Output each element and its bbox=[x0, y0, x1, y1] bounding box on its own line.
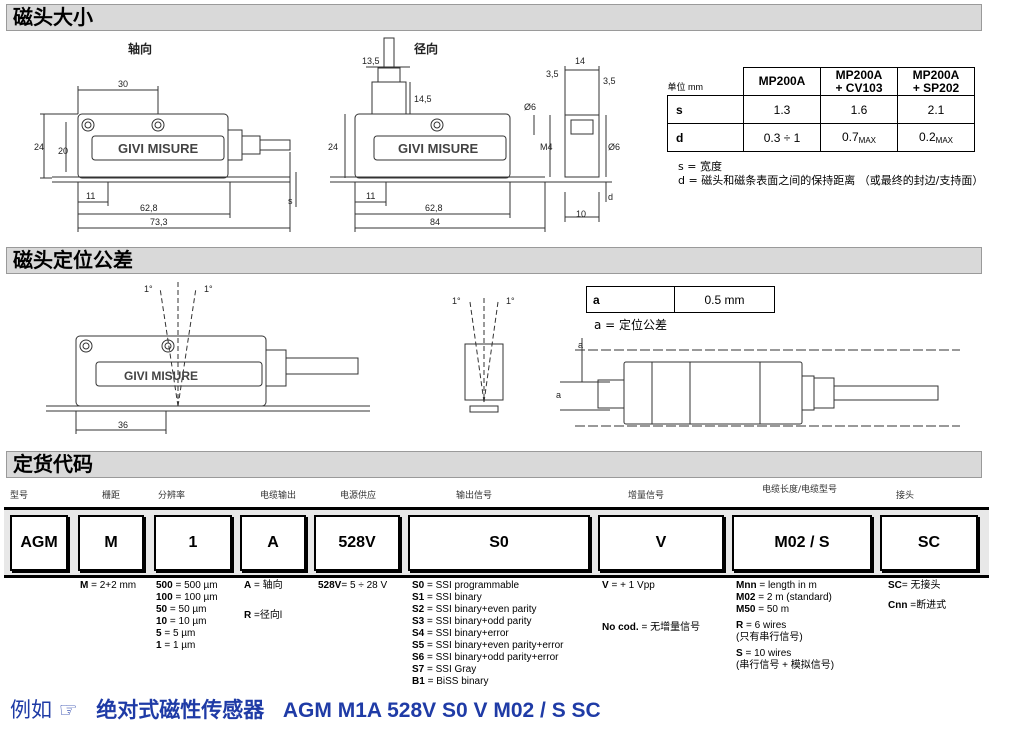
svg-text:3,5: 3,5 bbox=[603, 76, 616, 86]
svg-text:d: d bbox=[608, 192, 613, 202]
code-box-power: 528V bbox=[314, 515, 400, 571]
spec-row-label: s bbox=[667, 95, 744, 124]
pointing-hand-icon: ☞ bbox=[58, 698, 78, 722]
svg-text:10: 10 bbox=[576, 209, 586, 219]
legend-cable-exit: A = 轴向 R =径向l bbox=[244, 580, 283, 621]
brand-text-tolerance: GIVI MISURE bbox=[124, 369, 198, 383]
section-header-dimensions: 磁头大小 bbox=[6, 4, 982, 31]
svg-text:62,8: 62,8 bbox=[425, 203, 443, 213]
svg-text:1°: 1° bbox=[144, 284, 153, 294]
col-label-signal: 输出信号 bbox=[456, 491, 493, 501]
spec-notes: s = 宽度 d = 磁头和磁条表面之间的保持距离 （或最终的封边/支持面） bbox=[678, 160, 984, 187]
tolerance-note: a = 定位公差 bbox=[594, 318, 668, 332]
legend-connector: SC= 无接头 Cnn =断进式 bbox=[888, 580, 947, 611]
svg-text:24: 24 bbox=[328, 142, 338, 152]
legend-incremental: V = + 1 Vpp No cod. = 无增量信号 bbox=[602, 580, 701, 633]
example-code: AGM M1A 528V S0 V M02 / S SC bbox=[282, 699, 601, 722]
svg-text:14,5: 14,5 bbox=[414, 94, 432, 104]
col-label-model: 型号 bbox=[10, 491, 29, 501]
svg-text:36: 36 bbox=[118, 420, 128, 430]
svg-text:30: 30 bbox=[118, 79, 128, 89]
code-box-pitch: M bbox=[78, 515, 144, 571]
code-box-model: AGM bbox=[10, 515, 68, 571]
brand-text-radial: GIVI MISURE bbox=[398, 141, 479, 156]
code-box-signal: S0 bbox=[408, 515, 590, 571]
svg-text:3,5: 3,5 bbox=[546, 69, 559, 79]
svg-text:84: 84 bbox=[430, 217, 440, 227]
unit-label: 单位 mm bbox=[667, 82, 704, 92]
example-line: 例如 ☞ 绝对式磁性传感器 AGM M1A 528V S0 V M02 / S … bbox=[10, 694, 601, 724]
tolerance-drawings: GIVI MISURE 1° 1° 1° 1° 36 a a bbox=[46, 282, 960, 434]
code-box-cable-exit: A bbox=[240, 515, 306, 571]
svg-text:24: 24 bbox=[34, 142, 44, 152]
brand-text-axial: GIVI MISURE bbox=[118, 141, 199, 156]
col-label-pitch: 栅距 bbox=[102, 491, 121, 501]
svg-text:a: a bbox=[578, 340, 583, 350]
svg-text:14: 14 bbox=[575, 56, 585, 66]
dimension-drawings: GIVI MISURE GIVI MISURE 轴向 径向 30 24 20 1… bbox=[34, 37, 620, 232]
col-label-resolution: 分辨率 bbox=[158, 491, 186, 501]
example-title: 绝对式磁性传感器 bbox=[96, 698, 265, 722]
legend-signal: S0 = SSI programmable S1 = SSI binary S2… bbox=[412, 580, 564, 687]
col-label-connector: 接头 bbox=[896, 491, 915, 501]
spec-row-label: d bbox=[667, 123, 744, 152]
spec-header-2: MP200A + CV103 bbox=[820, 67, 898, 96]
svg-text:13,5: 13,5 bbox=[362, 56, 380, 66]
legend-pitch: M = 2+2 mm bbox=[80, 580, 137, 591]
example-prefix: 例如 bbox=[10, 698, 52, 722]
svg-text:1°: 1° bbox=[204, 284, 213, 294]
legend-power: 528V= 5 ÷ 28 V bbox=[318, 580, 388, 591]
svg-text:a: a bbox=[556, 390, 561, 400]
svg-text:1°: 1° bbox=[452, 296, 461, 306]
col-label-power: 电源供应 bbox=[340, 491, 377, 501]
col-label-cable-exit: 电缆输出 bbox=[260, 491, 297, 501]
svg-text:73,3: 73,3 bbox=[150, 217, 168, 227]
svg-text:11: 11 bbox=[86, 191, 95, 201]
svg-text:Ø6: Ø6 bbox=[608, 142, 620, 152]
svg-text:11: 11 bbox=[366, 191, 375, 201]
tolerance-table: a 0.5 mm bbox=[586, 286, 775, 313]
svg-text:20: 20 bbox=[58, 146, 68, 156]
svg-text:径向: 径向 bbox=[414, 41, 438, 56]
col-label-incremental: 增量信号 bbox=[628, 491, 665, 501]
section-header-order: 定货代码 bbox=[6, 451, 982, 478]
svg-text:1°: 1° bbox=[506, 296, 515, 306]
svg-text:轴向: 轴向 bbox=[128, 41, 152, 56]
legend-resolution: 500 = 500 µm 100 = 100 µm 50 = 50 µm 10 … bbox=[156, 580, 218, 651]
svg-text:M4: M4 bbox=[540, 142, 553, 152]
code-box-cable-length: M02 / S bbox=[732, 515, 872, 571]
legend-cable-length: Mnn = length in m M02 = 2 m (standard) M… bbox=[736, 580, 835, 671]
spec-header-3: MP200A + SP202 bbox=[897, 67, 975, 96]
svg-text:s: s bbox=[288, 196, 293, 206]
col-label-cable-length: 电缆长度/电缆型号 bbox=[762, 485, 838, 495]
svg-text:Ø6: Ø6 bbox=[524, 102, 536, 112]
code-box-incremental: V bbox=[598, 515, 724, 571]
spec-header-1: MP200A bbox=[743, 67, 821, 96]
code-box-connector: SC bbox=[880, 515, 978, 571]
code-box-resolution: 1 bbox=[154, 515, 232, 571]
svg-text:62,8: 62,8 bbox=[140, 203, 158, 213]
section-header-tolerance: 磁头定位公差 bbox=[6, 247, 982, 274]
spec-table: 单位 mm MP200A MP200A + CV103 MP200A + SP2… bbox=[667, 67, 975, 152]
